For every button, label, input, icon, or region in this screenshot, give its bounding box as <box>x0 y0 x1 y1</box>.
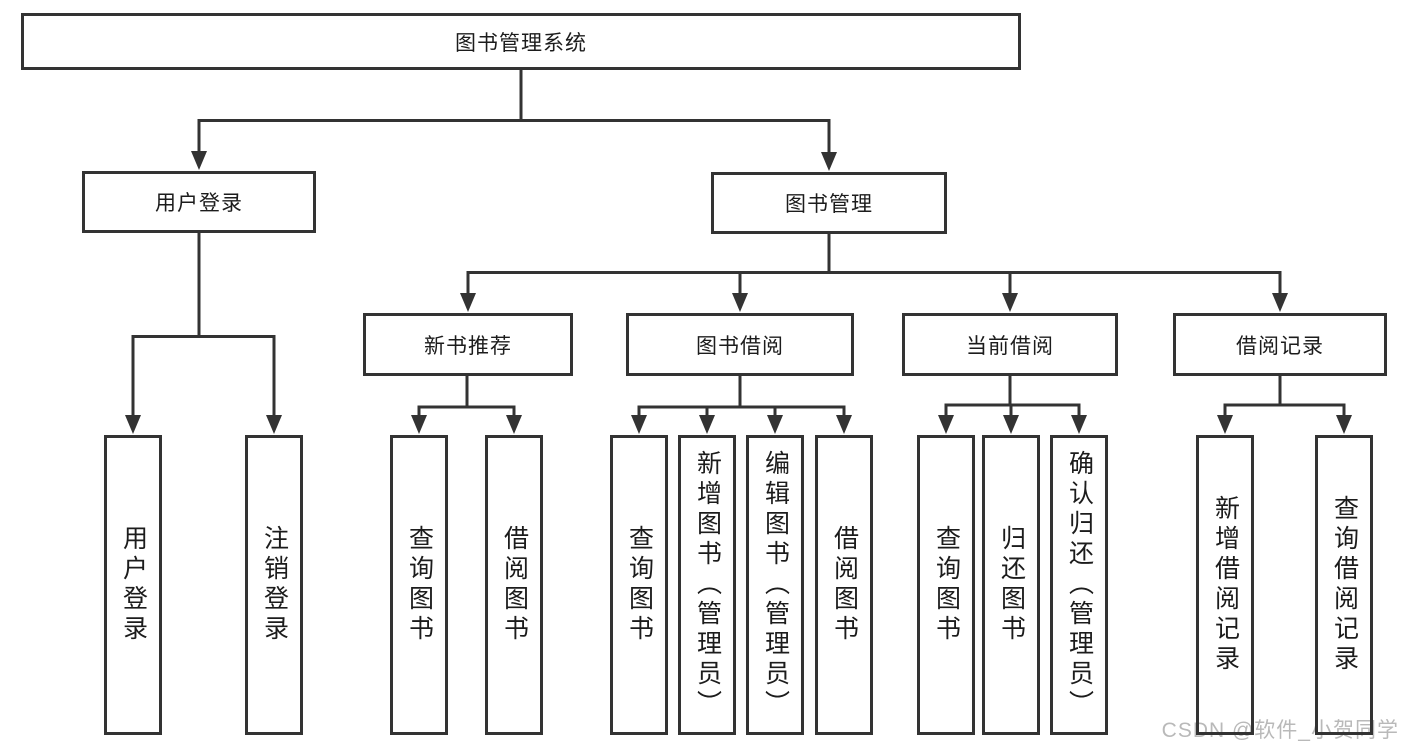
node-label: 确认归还（管理员） <box>1065 450 1094 720</box>
leaf-newrec-query-books: 查询图书 <box>390 435 448 735</box>
arrowhead <box>506 415 522 434</box>
node-label: 查询图书 <box>932 525 961 645</box>
arrowhead <box>460 293 476 312</box>
node-borrow-records: 借阅记录 <box>1173 313 1387 376</box>
node-label: 新增图书（管理员） <box>693 450 722 720</box>
arrowhead <box>411 415 427 434</box>
leaf-records-add-record: 新增借阅记录 <box>1196 435 1254 735</box>
arrowhead <box>699 415 715 434</box>
node-label: 新书推荐 <box>424 334 512 358</box>
leaf-records-query-record: 查询借阅记录 <box>1315 435 1373 735</box>
arrowhead <box>767 415 783 434</box>
arrowhead <box>266 415 282 434</box>
leaf-borrow-edit-books-admin: 编辑图书（管理员） <box>746 435 804 735</box>
node-book-borrow: 图书借阅 <box>626 313 854 376</box>
node-label: 归还图书 <box>997 525 1026 645</box>
node-label: 借阅记录 <box>1236 334 1324 358</box>
node-label: 查询借阅记录 <box>1330 495 1359 675</box>
node-label: 用户登录 <box>119 525 148 645</box>
arrowhead <box>631 415 647 434</box>
leaf-user-login: 用户登录 <box>104 435 162 735</box>
leaf-newrec-borrow-books: 借阅图书 <box>485 435 543 735</box>
leaf-current-query-books: 查询图书 <box>917 435 975 735</box>
arrowhead <box>1272 293 1288 312</box>
node-label: 用户登录 <box>155 192 243 215</box>
node-label: 注销登录 <box>260 525 289 645</box>
leaf-borrow-query-books: 查询图书 <box>610 435 668 735</box>
node-label: 当前借阅 <box>966 334 1054 358</box>
leaf-current-return-books: 归还图书 <box>982 435 1040 735</box>
node-book-management: 图书管理 <box>711 172 947 234</box>
arrowhead <box>1336 415 1352 434</box>
arrowhead <box>1071 415 1087 434</box>
node-label: 图书管理 <box>785 193 873 216</box>
leaf-borrow-borrow-books: 借阅图书 <box>815 435 873 735</box>
arrowhead <box>821 152 837 171</box>
node-label: 借阅图书 <box>830 525 859 645</box>
arrowhead <box>938 415 954 434</box>
arrowhead <box>191 151 207 170</box>
leaf-current-confirm-return-admin: 确认归还（管理员） <box>1050 435 1108 735</box>
node-new-book-recommend: 新书推荐 <box>363 313 573 376</box>
arrowhead <box>1002 293 1018 312</box>
arrowhead <box>836 415 852 434</box>
node-label: 图书借阅 <box>696 334 784 358</box>
node-label: 借阅图书 <box>500 525 529 645</box>
arrowhead <box>1217 415 1233 434</box>
node-label: 新增借阅记录 <box>1211 495 1240 675</box>
node-user-login: 用户登录 <box>82 171 316 233</box>
arrowhead <box>125 415 141 434</box>
arrowhead <box>1003 415 1019 434</box>
leaf-borrow-add-books-admin: 新增图书（管理员） <box>678 435 736 735</box>
node-label: 编辑图书（管理员） <box>761 450 790 720</box>
node-root: 图书管理系统 <box>21 13 1021 70</box>
csdn-watermark: CSDN @软件_小贺同学 <box>1161 719 1399 742</box>
node-current-borrow: 当前借阅 <box>902 313 1118 376</box>
node-label: 图书管理系统 <box>455 31 587 55</box>
node-label: 查询图书 <box>405 525 434 645</box>
leaf-logout: 注销登录 <box>245 435 303 735</box>
arrowhead <box>732 293 748 312</box>
node-label: 查询图书 <box>625 525 654 645</box>
